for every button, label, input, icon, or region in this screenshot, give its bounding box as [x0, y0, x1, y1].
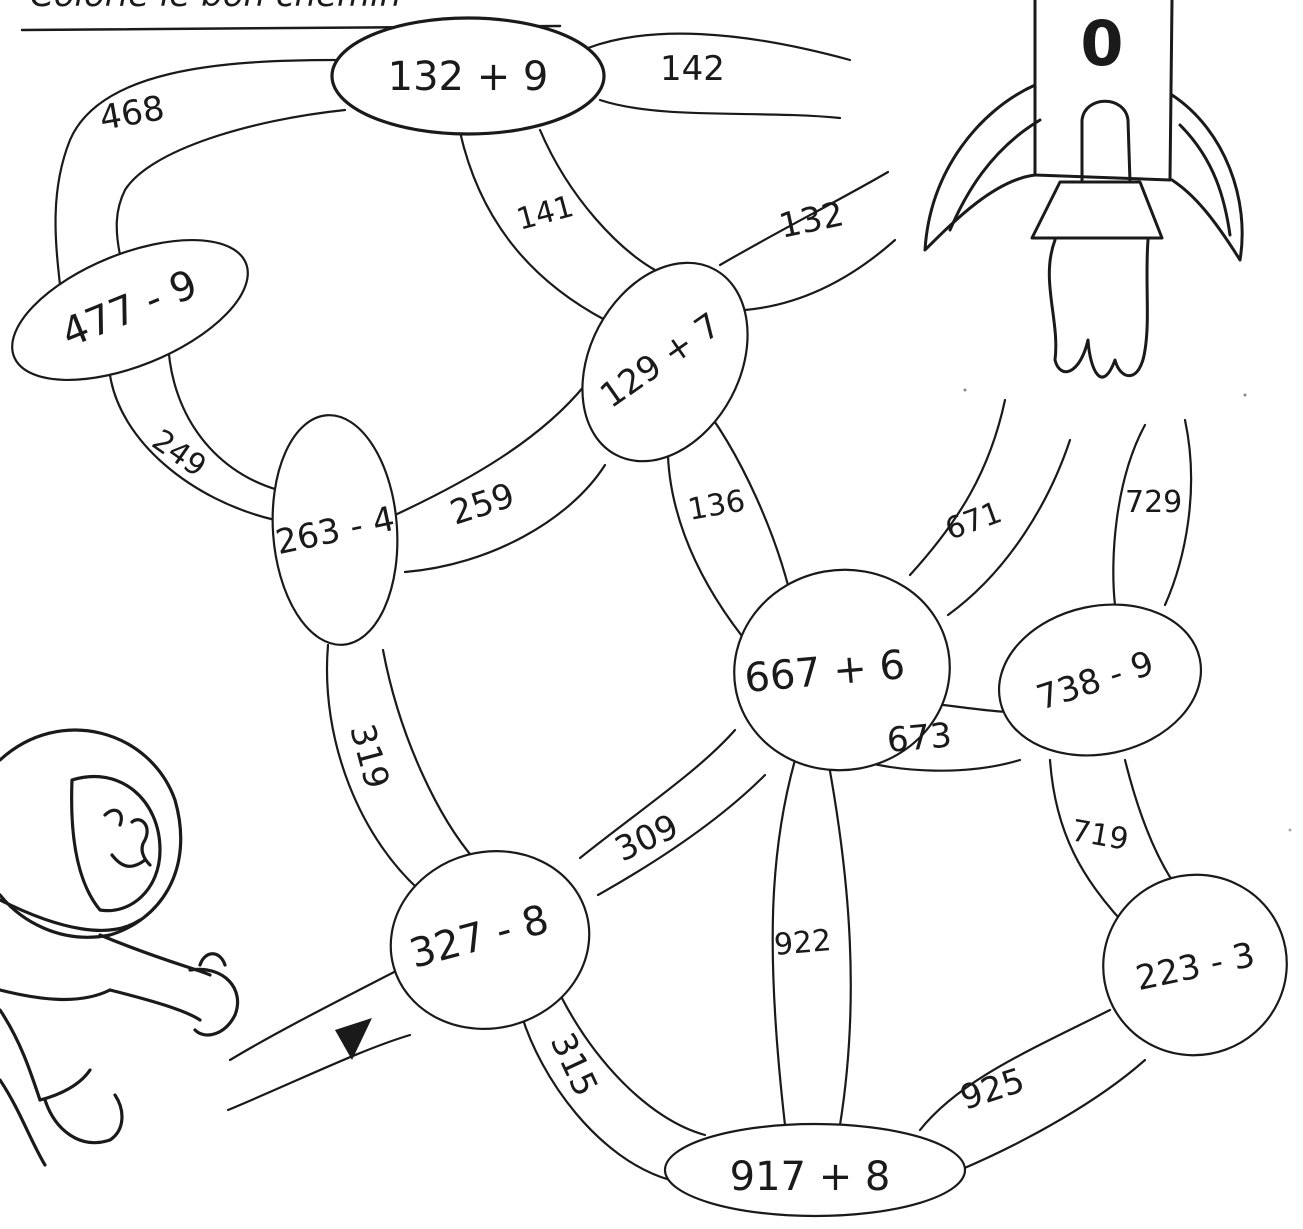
path-label-719: 719	[1069, 813, 1131, 857]
start-arrow-icon	[335, 1018, 372, 1060]
node-738-minus-9: 738 - 9	[997, 603, 1203, 757]
path-label-671: 671	[941, 495, 1007, 547]
path-label-468: 468	[97, 88, 168, 139]
path-label-319: 319	[341, 720, 396, 793]
speck	[1243, 393, 1247, 397]
path-label-922: 922	[773, 923, 833, 963]
path-label-925: 925	[955, 1060, 1029, 1118]
rocket-icon	[923, 0, 1244, 379]
node-223-minus-3: 223 - 3	[1102, 873, 1288, 1057]
path-label-673: 673	[885, 715, 953, 761]
path-label-132: 132	[776, 194, 848, 247]
path-label-142: 142	[660, 49, 725, 89]
node-132-plus-9: 132 + 9	[330, 16, 606, 136]
path-label-309: 309	[609, 806, 685, 870]
path-label-729: 729	[1125, 485, 1182, 520]
node-327-minus-8: 327 - 8	[389, 850, 591, 1030]
path-label-136: 136	[685, 483, 747, 527]
path-label-315: 315	[542, 1027, 606, 1103]
rocket-digit: 0	[1080, 7, 1123, 80]
node-129-plus-7: 129 + 7	[581, 261, 749, 463]
maze-paths	[54, 32, 1193, 1182]
node-917-plus-8: 917 + 8	[663, 1122, 967, 1218]
node-477-minus-9: 477 - 9	[11, 238, 249, 382]
speck	[963, 388, 967, 392]
node-label: 917 + 8	[730, 1154, 891, 1200]
node-label: 132 + 9	[388, 54, 549, 100]
header-text: Colorie le bon chemin	[30, 0, 401, 15]
node-667-plus-6: 667 + 6	[733, 568, 951, 772]
node-263-minus-4: 263 - 4	[271, 414, 399, 646]
speck	[1288, 828, 1292, 832]
astronaut-icon	[0, 728, 240, 1167]
path-label-141: 141	[513, 189, 577, 238]
